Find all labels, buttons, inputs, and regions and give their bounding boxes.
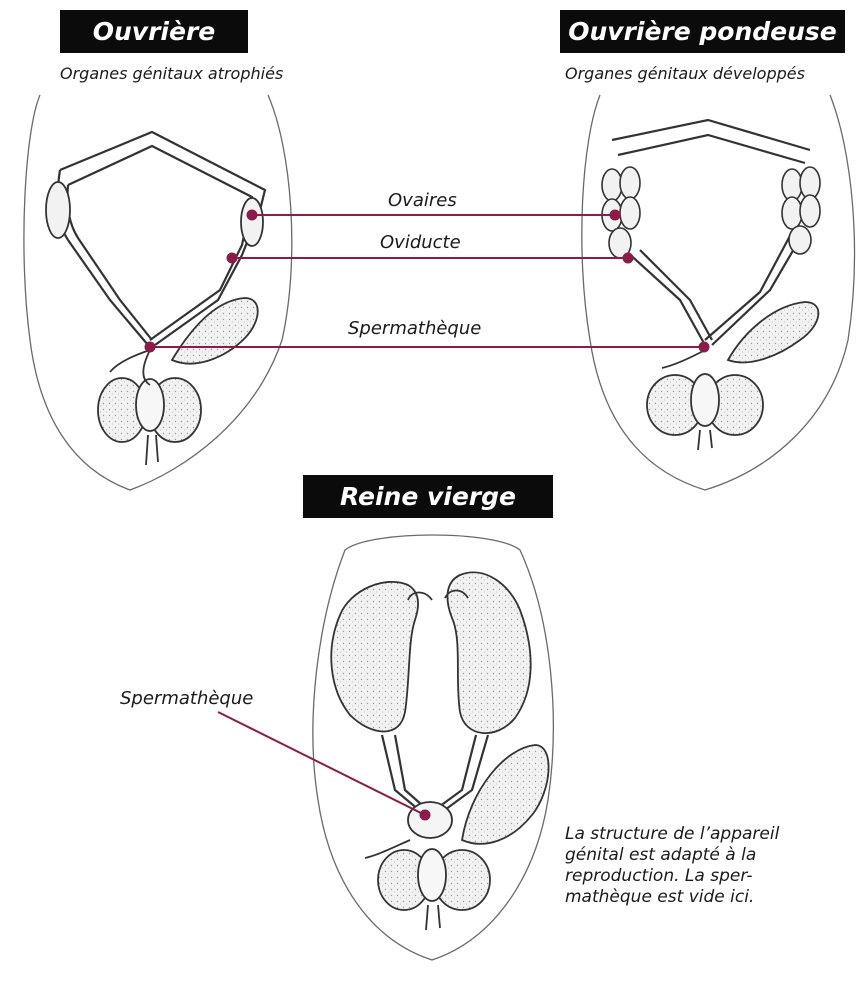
worker-title: Ouvrière: [60, 10, 248, 53]
laying-worker-ovaries: [602, 167, 820, 258]
spermatheca-label: Spermathèque: [348, 318, 481, 339]
oviduct-dot-right: [624, 254, 633, 263]
note-line-3: reproduction. La sper-: [565, 866, 779, 887]
note-line-4: mathèque est vide ici.: [565, 887, 779, 908]
laying-worker-gland: [728, 302, 818, 362]
note-line-2: génital est adapté à la: [565, 845, 779, 866]
spermatheca-dot-right: [700, 343, 709, 352]
worker-ovary-bulges: [46, 182, 263, 246]
queen-spermatheca-dot: [421, 811, 430, 820]
ovaries-dot-right: [611, 211, 620, 220]
queen-ovaries: [331, 572, 530, 733]
ovaries-dot-left: [248, 211, 257, 220]
oviduct-label: Oviducte: [380, 232, 461, 253]
worker-sting-apparatus: [98, 350, 201, 465]
oviduct-dot-left: [228, 254, 237, 263]
ovaries-label: Ovaires: [388, 190, 457, 211]
laying-worker-subtitle: Organes génitaux développés: [565, 64, 805, 83]
note-text: La structure de l’appareil génital est a…: [565, 824, 779, 908]
laying-worker-sting-apparatus: [647, 350, 763, 450]
note-line-1: La structure de l’appareil: [565, 824, 779, 845]
queen-gland: [462, 745, 549, 844]
worker-spermatheca-gland: [172, 298, 258, 364]
worker-subtitle: Organes génitaux atrophiés: [60, 64, 283, 83]
spermatheca-dot-left: [146, 343, 155, 352]
queen-spermatheca-label: Spermathèque: [120, 688, 253, 709]
queen-title: Reine vierge: [303, 475, 553, 518]
laying-worker-title: Ouvrière pondeuse: [560, 10, 845, 53]
